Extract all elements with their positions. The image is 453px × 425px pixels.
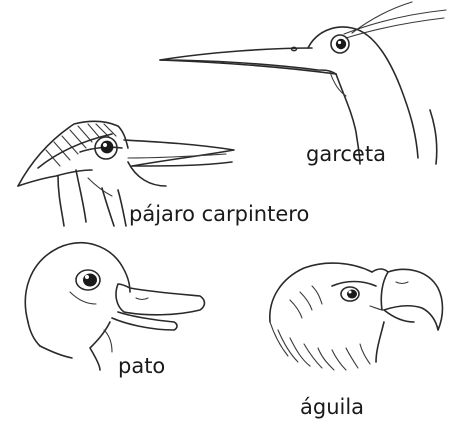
duck-illustration bbox=[25, 243, 204, 370]
egret-illustration bbox=[160, 2, 446, 164]
egret-label: garceta bbox=[306, 144, 386, 165]
woodpecker-label: pájaro carpintero bbox=[129, 204, 309, 225]
eagle-label: águila bbox=[300, 397, 364, 418]
eagle-illustration bbox=[270, 263, 443, 370]
duck-label: pato bbox=[118, 356, 165, 377]
